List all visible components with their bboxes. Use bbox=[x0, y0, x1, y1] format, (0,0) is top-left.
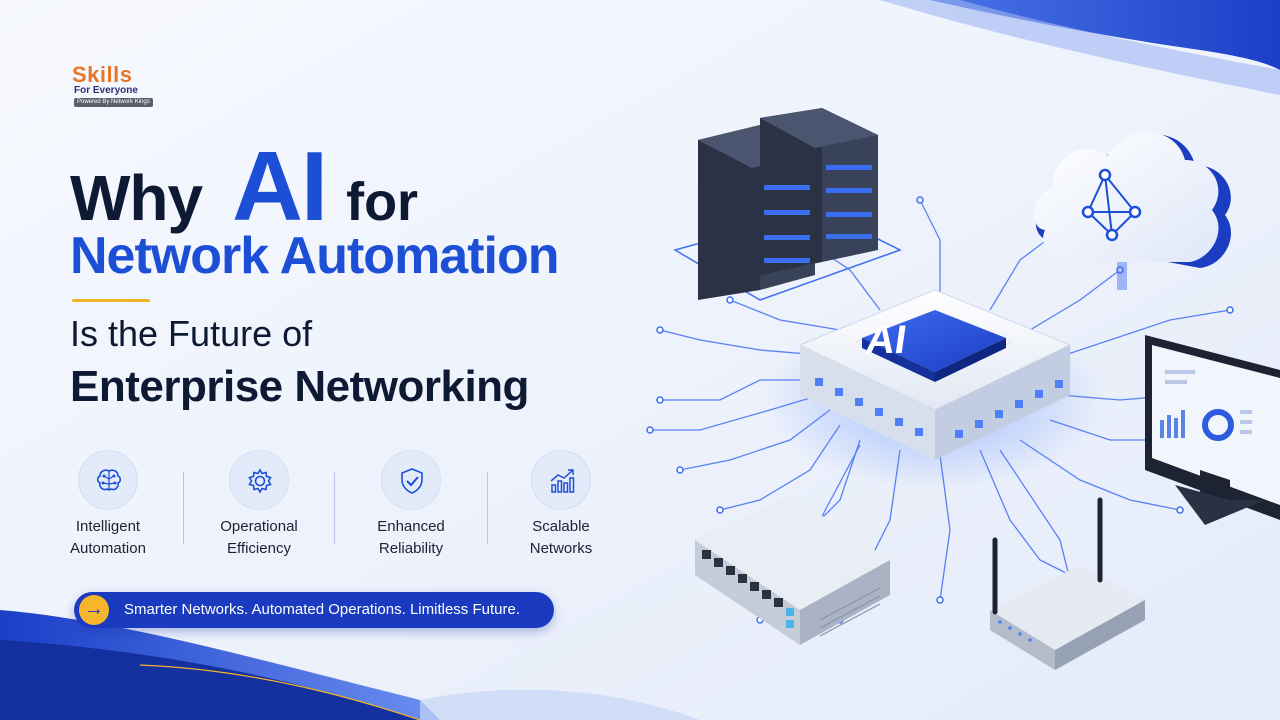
feature-icon-circle bbox=[229, 450, 289, 510]
bar-chart-growth-icon bbox=[550, 469, 575, 493]
feature-divider bbox=[487, 472, 488, 544]
shield-check-icon bbox=[401, 468, 423, 494]
headline-line1: Why AI for bbox=[70, 130, 419, 241]
feature-intelligent-automation: Intelligent Automation bbox=[33, 450, 183, 570]
arrow-right-icon: → bbox=[79, 595, 109, 625]
network-illustration: AI bbox=[646, 108, 1280, 670]
monitor-dashboard-icon bbox=[1145, 335, 1280, 525]
headline-line2: Network Automation bbox=[70, 227, 560, 285]
ai-chip-icon: AI bbox=[765, 289, 1105, 490]
chip-label: AI bbox=[863, 317, 909, 362]
feature-scalable-networks: Scalable Networks bbox=[486, 450, 636, 570]
feature-divider bbox=[183, 472, 184, 544]
feature-operational-efficiency: Operational Efficiency bbox=[184, 450, 334, 570]
brand-logo[interactable]: Skills For Everyone Powered By Network K… bbox=[72, 62, 162, 110]
logo-tagline: For Everyone bbox=[74, 85, 138, 96]
gear-icon bbox=[248, 468, 272, 494]
feature-label: Enhanced Reliability bbox=[377, 518, 445, 557]
network-switch-icon bbox=[695, 495, 890, 645]
feature-divider bbox=[334, 472, 335, 544]
brain-icon bbox=[96, 469, 122, 491]
headline-ai: AI bbox=[232, 131, 328, 241]
title-underline bbox=[72, 299, 150, 302]
cloud-network-icon bbox=[1033, 132, 1231, 290]
logo-powered-by: Powered By Network Kings bbox=[74, 98, 153, 107]
feature-enhanced-reliability: Enhanced Reliability bbox=[336, 450, 486, 570]
tagline-banner[interactable]: → Smarter Networks. Automated Operations… bbox=[74, 592, 554, 628]
subheadline-line1: Is the Future of bbox=[70, 313, 313, 354]
tagline-text: Smarter Networks. Automated Operations. … bbox=[124, 601, 520, 618]
feature-icon-circle bbox=[78, 450, 138, 510]
feature-icon-circle bbox=[381, 450, 441, 510]
feature-label: Intelligent Automation bbox=[70, 518, 146, 557]
wifi-router-icon bbox=[990, 497, 1145, 670]
headline-why: Why bbox=[70, 162, 203, 234]
subheadline-line2: Enterprise Networking bbox=[70, 362, 529, 411]
logo-wordmark: Skills bbox=[72, 62, 133, 87]
feature-icon-circle bbox=[531, 450, 591, 510]
feature-label: Operational Efficiency bbox=[220, 518, 298, 557]
server-rack-icon bbox=[673, 108, 902, 301]
feature-label: Scalable Networks bbox=[529, 518, 593, 557]
headline-for: for bbox=[346, 172, 419, 232]
